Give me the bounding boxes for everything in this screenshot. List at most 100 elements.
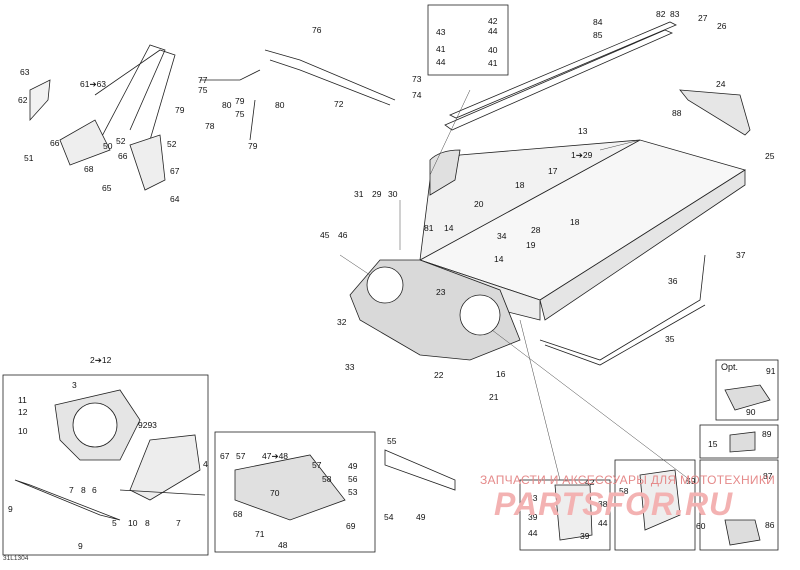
callout-64: 64 (170, 194, 180, 204)
callout-22: 22 (434, 370, 444, 380)
callout-74: 74 (412, 90, 422, 100)
callout-46: 46 (338, 230, 348, 240)
callout-35: 35 (665, 334, 675, 344)
callout-79: 79 (248, 141, 258, 151)
callout-14: 14 (444, 223, 454, 233)
tunnel-rail (444, 21, 677, 131)
watermark-logo: PARTSFOR.RU (494, 486, 734, 522)
callout-58: 58 (322, 474, 332, 484)
callout-40: 40 (488, 45, 498, 55)
callout-86: 86 (765, 520, 775, 530)
callout-23: 23 (436, 287, 446, 297)
callout-50: 50 (103, 141, 113, 151)
callout-85: 85 (593, 30, 603, 40)
callout-87: 87 (763, 471, 773, 481)
callout-67: 67 (170, 166, 180, 176)
callout-44: 44 (528, 528, 538, 538)
callout-31: 31 (354, 189, 364, 199)
callout-28: 28 (531, 225, 541, 235)
callout-39: 39 (528, 512, 538, 522)
callout-75: 75 (198, 85, 208, 95)
callout-7: 7 (176, 518, 181, 528)
callout-19: 19 (526, 240, 536, 250)
part-90 (724, 384, 771, 411)
callout-60: 60 (696, 521, 706, 531)
callout-76: 76 (312, 25, 322, 35)
callout-75: 75 (235, 109, 245, 119)
callout-53: 53 (348, 487, 358, 497)
callout-44: 44 (598, 518, 608, 528)
callout-38: 38 (598, 499, 608, 509)
part-38-44 (554, 484, 593, 541)
callout-62: 62 (18, 95, 28, 105)
steering-support-frame (29, 44, 176, 191)
callout-25: 25 (765, 151, 775, 161)
callout-39: 39 (580, 531, 590, 541)
front-chassis (349, 259, 521, 361)
callout-3: 3 (72, 380, 77, 390)
callout-61-63: 61➔63 (80, 79, 107, 89)
callout-65: 65 (102, 183, 112, 193)
callout-9: 9 (8, 504, 13, 514)
callout-14: 14 (494, 254, 504, 264)
rod-35-edge (544, 304, 706, 366)
callout-52: 52 (116, 136, 126, 146)
callout-80: 80 (275, 100, 285, 110)
callout-67: 67 (220, 451, 230, 461)
callout-41: 41 (488, 58, 498, 68)
callout-91: 91 (766, 366, 776, 376)
part-58-60 (639, 469, 681, 531)
callout-68: 68 (84, 164, 94, 174)
callout-51: 51 (24, 153, 34, 163)
callout-6: 6 (92, 485, 97, 495)
callout-24: 24 (716, 79, 726, 89)
callout-81: 81 (424, 223, 434, 233)
part-55-strip (384, 449, 456, 491)
part-15 (729, 431, 756, 453)
callout-44: 44 (436, 57, 446, 67)
callout-90: 90 (746, 407, 756, 417)
callout-43: 43 (436, 27, 446, 37)
callout-92-93: 9293 (138, 420, 157, 430)
diagram-code: 31L1304 (3, 555, 29, 562)
callout-4: 4 (203, 459, 208, 469)
callout-80: 80 (222, 100, 232, 110)
steering-arm (200, 49, 396, 141)
callout-58: 58 (619, 486, 629, 496)
option-label: Opt. (721, 362, 739, 372)
callout-55: 55 (387, 436, 397, 446)
part-24-bracket (679, 89, 751, 136)
callout-73: 73 (412, 74, 422, 84)
rod-35 (539, 254, 706, 361)
callout-72: 72 (334, 99, 344, 109)
inset-panel-2-12 (2, 374, 209, 556)
callout-69: 69 (346, 521, 356, 531)
callout-33: 33 (345, 362, 355, 372)
callout-10: 10 (18, 426, 28, 436)
callout-66: 66 (118, 151, 128, 161)
callout-5: 5 (112, 518, 117, 528)
callout-9: 9 (78, 541, 83, 551)
callout-63: 63 (20, 67, 30, 77)
inset-panel-47-48 (214, 431, 376, 553)
callout-59: 59 (686, 476, 696, 486)
callout-89: 89 (762, 429, 772, 439)
callout-68: 68 (233, 509, 243, 519)
callout-34: 34 (497, 231, 507, 241)
callout-82: 82 (656, 9, 666, 19)
callout-41: 41 (436, 44, 446, 54)
callout-43: 43 (528, 493, 538, 503)
front-bulkhead (14, 389, 206, 521)
callout-30: 30 (388, 189, 398, 199)
callout-37: 37 (736, 250, 746, 260)
part-86 (724, 519, 761, 546)
callout-1-29: 1➔29 (571, 150, 593, 160)
callout-21: 21 (489, 392, 499, 402)
callout-66: 66 (50, 138, 60, 148)
callout-42: 42 (488, 16, 498, 26)
callout-84: 84 (593, 17, 603, 27)
callout-49: 49 (416, 512, 426, 522)
callout-18: 18 (515, 180, 525, 190)
